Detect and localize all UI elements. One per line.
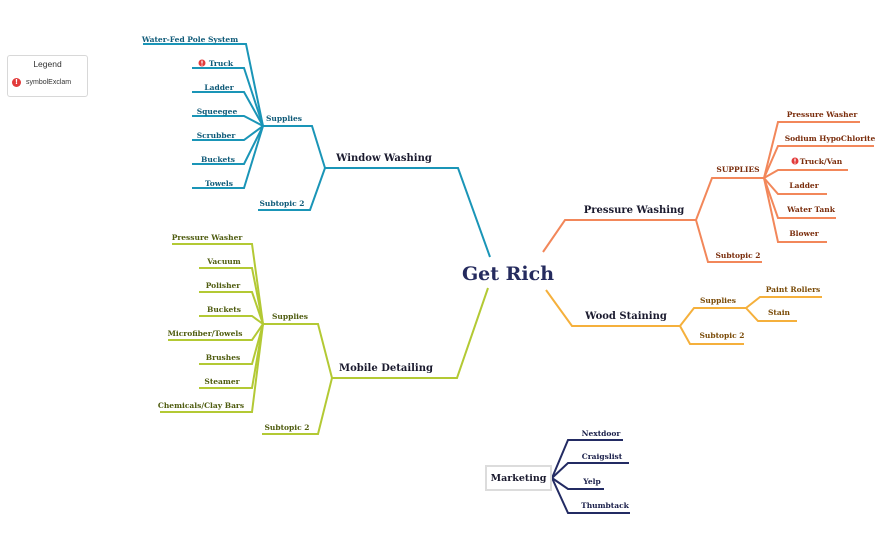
exclamation-icon — [198, 59, 206, 67]
supply-connector — [199, 323, 264, 365]
marketing-item-thumbtack[interactable]: Thumbtack — [581, 501, 630, 510]
marketing-topic[interactable]: Marketing — [485, 465, 552, 491]
supply-pressure-washer[interactable]: Pressure Washer — [172, 233, 244, 242]
marketing-item-connector — [551, 477, 630, 514]
supply-microfiber-towels[interactable]: Microfiber/Towels — [168, 329, 243, 338]
marketing-item-yelp[interactable]: Yelp — [582, 477, 601, 486]
pressure-washing-subtopic[interactable]: Subtopic 2 — [715, 251, 760, 260]
window-washing-subtopic-connector — [258, 167, 326, 211]
supply-connector — [763, 169, 848, 179]
supply-connector — [192, 125, 264, 165]
window-washing-topic[interactable]: Window Washing — [335, 153, 432, 164]
exclamation-icon — [791, 157, 799, 165]
supply-connector — [199, 291, 264, 325]
supply-water-fed-pole-system[interactable]: Water-Fed Pole System — [141, 35, 238, 44]
wood-staining-subtopic-connector — [679, 325, 744, 345]
supply-scrubber[interactable]: Scrubber — [197, 131, 237, 140]
pressure-washing-connector — [542, 219, 696, 253]
marketing-item-connector — [551, 477, 604, 490]
window-washing-supplies-topic[interactable]: Supplies — [266, 114, 302, 123]
supply-connector — [199, 267, 264, 325]
legend-item: ! symbolExclam — [12, 78, 71, 87]
supply-connector — [192, 91, 264, 127]
supply-ladder[interactable]: Ladder — [204, 83, 234, 92]
pressure-washing-supplies-connector — [695, 177, 764, 221]
mobile-detailing-supplies-connector — [263, 323, 333, 379]
marketing-item-craigslist[interactable]: Craigslist — [582, 452, 623, 461]
supply-connector — [172, 243, 264, 325]
supply-connector — [168, 323, 264, 341]
window-washing-branch — [143, 43, 491, 258]
legend-title: Legend — [33, 59, 62, 69]
supply-connector — [192, 125, 264, 141]
legend-item-label: symbolExclam — [26, 79, 72, 86]
mobile-detailing-subtopic-connector — [262, 377, 333, 435]
supply-connector — [763, 177, 827, 195]
pressure-washing-subtopic-connector — [695, 219, 762, 263]
supply-connector — [192, 67, 264, 127]
supply-blower[interactable]: Blower — [789, 229, 819, 238]
supply-towels[interactable]: Towels — [205, 179, 233, 188]
supply-squeegee[interactable]: Squeegee — [197, 107, 238, 116]
pressure-washing-supplies-topic[interactable]: SUPPLIES — [716, 165, 759, 174]
mobile-detailing-branch — [160, 243, 489, 435]
supply-sodium-hypochlorite[interactable]: Sodium HypoChlorite — [785, 134, 876, 143]
mobile-detailing-subtopic[interactable]: Subtopic 2 — [264, 423, 309, 432]
wood-staining-subtopic[interactable]: Subtopic 2 — [699, 331, 744, 340]
supply-ladder[interactable]: Ladder — [789, 181, 819, 190]
wood-staining-topic[interactable]: Wood Staining — [584, 311, 667, 322]
supply-vacuum[interactable]: Vacuum — [206, 257, 240, 266]
marketing-topic-label: Marketing — [490, 472, 547, 484]
supply-brushes[interactable]: Brushes — [206, 353, 240, 362]
supply-connector — [763, 145, 874, 179]
supply-connector — [192, 115, 264, 127]
supply-water-tank[interactable]: Water Tank — [786, 205, 836, 214]
supply-buckets[interactable]: Buckets — [207, 305, 241, 314]
supply-pressure-washer[interactable]: Pressure Washer — [787, 110, 859, 119]
marketing-item-connector — [551, 439, 623, 479]
supply-connector — [763, 177, 836, 219]
wood-staining-connector — [545, 289, 680, 327]
supply-paint-rollers[interactable]: Paint Rollers — [766, 285, 821, 294]
pressure-washing-branch — [542, 121, 874, 263]
wood-staining-branch — [545, 289, 822, 345]
marketing-item-nextdoor[interactable]: Nextdoor — [582, 429, 622, 438]
marketing-item-connector — [551, 462, 629, 479]
wood-staining-supplies-connector — [679, 307, 746, 327]
window-washing-connector — [325, 167, 491, 258]
legend-panel: Legend ! symbolExclam — [7, 55, 88, 97]
supply-stain[interactable]: Stain — [768, 308, 791, 317]
wood-staining-supplies-topic[interactable]: Supplies — [700, 296, 736, 305]
supply-chemicals-clay-bars[interactable]: Chemicals/Clay Bars — [158, 401, 244, 410]
supply-connector — [763, 177, 827, 243]
supply-connector — [160, 323, 264, 413]
mobile-detailing-topic[interactable]: Mobile Detailing — [339, 363, 433, 374]
pressure-washing-topic[interactable]: Pressure Washing — [584, 205, 685, 216]
supply-steamer[interactable]: Steamer — [204, 377, 240, 386]
supply-connector — [192, 125, 264, 189]
central-topic[interactable]: Get Rich — [462, 263, 554, 285]
exclamation-icon: ! — [12, 78, 21, 87]
supply-buckets[interactable]: Buckets — [201, 155, 235, 164]
marketing-branch — [551, 439, 630, 514]
supply-connector — [763, 121, 860, 179]
supply-truck[interactable]: Truck — [209, 59, 234, 68]
window-washing-supplies-connector — [261, 125, 326, 169]
supply-truck-van[interactable]: Truck/Van — [800, 157, 843, 166]
supply-connector — [745, 307, 797, 322]
window-washing-subtopic[interactable]: Subtopic 2 — [259, 199, 304, 208]
supply-connector — [143, 43, 264, 127]
supply-connector — [745, 296, 822, 309]
supply-connector — [199, 315, 264, 325]
mobile-detailing-supplies-topic[interactable]: Supplies — [272, 312, 308, 321]
mobile-detailing-connector — [332, 287, 489, 379]
supply-polisher[interactable]: Polisher — [206, 281, 242, 290]
